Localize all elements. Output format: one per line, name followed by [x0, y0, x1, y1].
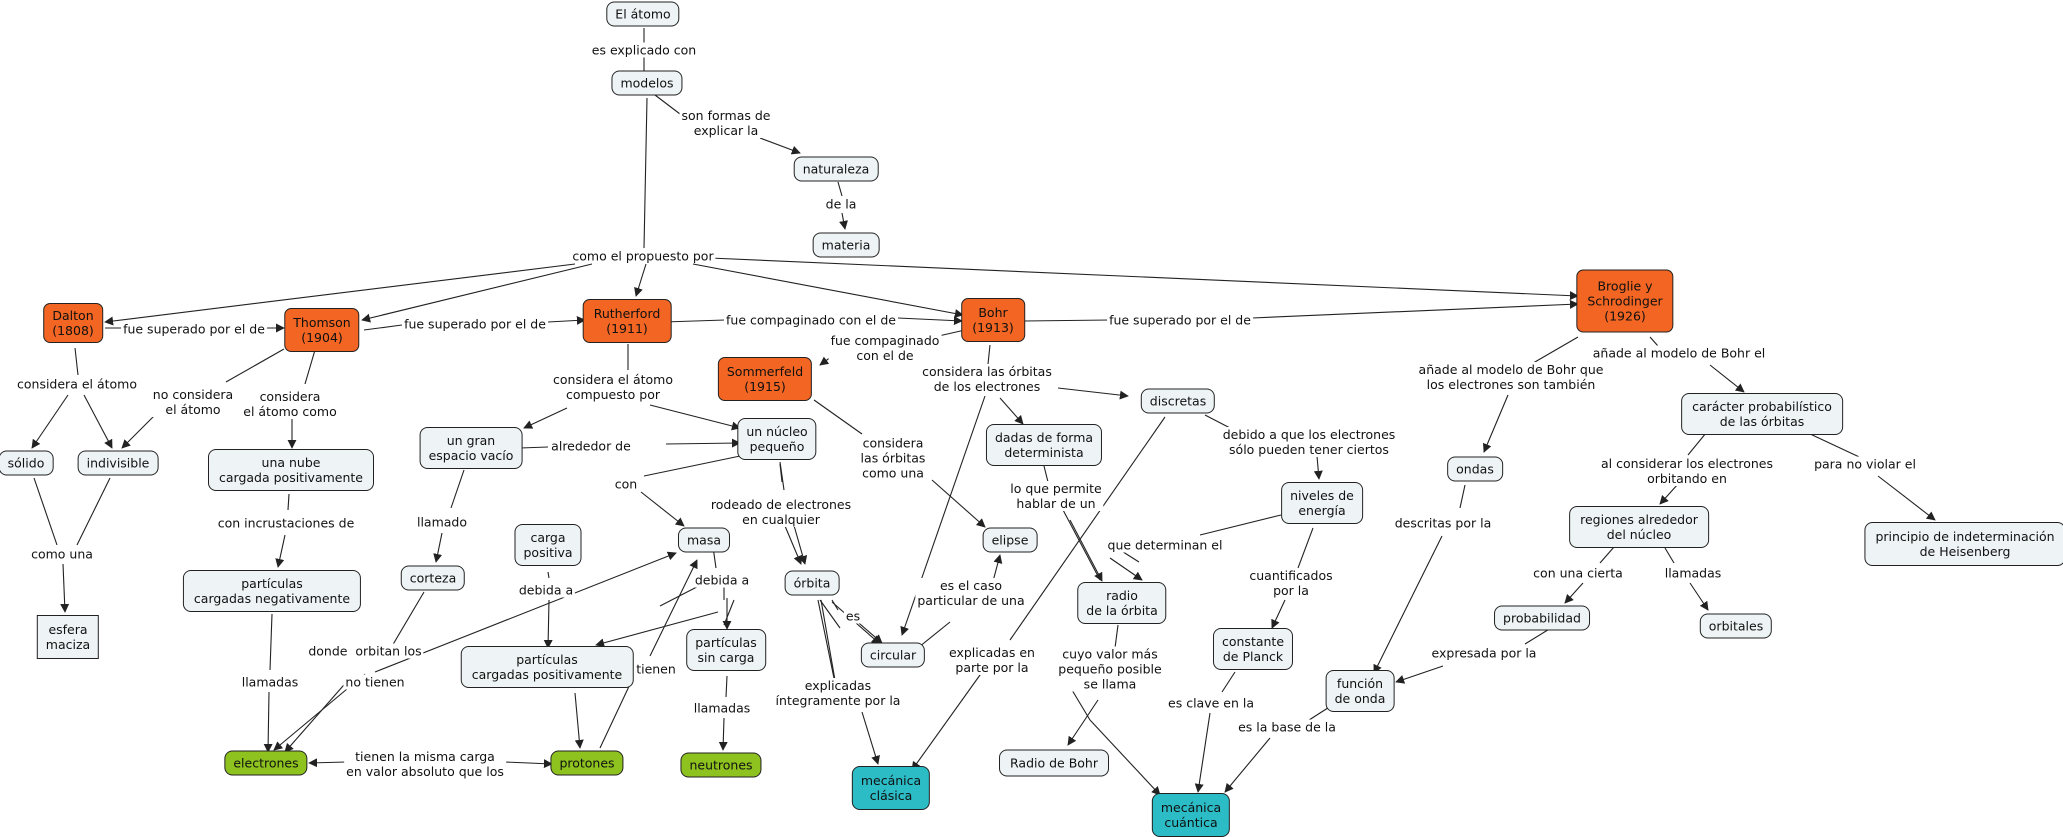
node-rutherford[interactable]: Rutherford (1911) — [582, 299, 672, 343]
node-naturaleza[interactable]: naturaleza — [793, 156, 879, 182]
node-corteza[interactable]: corteza — [400, 565, 466, 591]
node-orbitales[interactable]: orbitales — [1699, 613, 1773, 639]
label-no-considera: no considera el átomo — [150, 387, 236, 417]
label-no-tienen: no tienen — [343, 674, 407, 690]
label-compaginado-bohr: fue compaginado con el de — [828, 333, 942, 363]
node-part-pos[interactable]: partículas cargadas positivamente — [460, 646, 634, 688]
label-considera-atomo: considera el átomo — [15, 376, 139, 392]
label-debida-a2: debida a — [692, 572, 752, 588]
label-anade-modelo: añade al modelo de Bohr el — [1590, 345, 1768, 361]
label-que-determinan: que determinan el — [1105, 537, 1225, 553]
label-al-considerar: al considerar los electrones orbitando e… — [1599, 456, 1775, 486]
label-compuesto-por: considera el átomo compuesto por — [551, 372, 675, 402]
label-rodeado: rodeado de electrones en cualquier — [708, 497, 854, 527]
node-sommerfeld[interactable]: Sommerfeld (1915) — [717, 357, 813, 401]
label-para-no-violar: para no violar el — [1812, 456, 1918, 472]
label-base: es la base de la — [1236, 719, 1338, 735]
label-lo-que-permite: lo que permite hablar de un — [1008, 481, 1104, 511]
node-solido[interactable]: sólido — [0, 450, 54, 476]
node-niveles[interactable]: niveles de energía — [1281, 482, 1363, 524]
label-donde-orbitan: donde orbitan los — [306, 643, 424, 659]
label-es: es — [843, 608, 863, 624]
node-probabilidad[interactable]: probabilidad — [1494, 605, 1590, 631]
label-llamado: llamado — [414, 514, 470, 530]
label-cuyo-valor: cuyo valor más pequeño posible se llama — [1056, 646, 1164, 692]
node-ondas[interactable]: ondas — [1447, 456, 1503, 482]
node-dadas[interactable]: dadas de forma determinista — [985, 424, 1103, 466]
node-circular[interactable]: circular — [860, 642, 926, 668]
label-con-incrustaciones: con incrustaciones de — [215, 515, 357, 531]
node-modelos[interactable]: modelos — [611, 70, 683, 96]
node-electrones[interactable]: electrones — [224, 750, 308, 776]
node-mec-cuantica[interactable]: mecánica cuántica — [1151, 793, 1231, 837]
label-superado-dalton: fue superado por el de — [121, 321, 267, 337]
label-es-explicado: es explicado con — [589, 42, 699, 58]
node-espacio[interactable]: un gran espacio vacío — [419, 427, 523, 469]
label-como-una: como una — [29, 546, 95, 562]
label-explicadas-parte: explicadas en parte por la — [947, 645, 1037, 675]
label-con-una-cierta: con una cierta — [1531, 565, 1625, 581]
node-elipse[interactable]: elipse — [982, 527, 1038, 553]
node-heisenberg[interactable]: principio de indeterminación de Heisenbe… — [1864, 522, 2063, 566]
node-funcion[interactable]: función de onda — [1325, 670, 1395, 712]
node-bohr[interactable]: Bohr (1913) — [961, 298, 1025, 342]
label-debida-a1: debida a — [516, 582, 576, 598]
node-radio-bohr[interactable]: Radio de Bohr — [999, 749, 1109, 777]
node-neutrones[interactable]: neutrones — [680, 752, 762, 778]
node-part-neg[interactable]: partículas cargadas negativamente — [182, 570, 362, 612]
node-protones[interactable]: protones — [550, 750, 624, 776]
label-como-propuesto: como el propuesto por — [570, 248, 716, 264]
node-masa[interactable]: masa — [677, 527, 731, 553]
node-nucleo[interactable]: un núcleo pequeño — [737, 418, 817, 460]
label-superado-thomson: fue superado por el de — [402, 316, 548, 332]
label-compaginado-ruth: fue compaginado con el de — [723, 312, 899, 328]
label-llamadas-o: llamadas — [1662, 565, 1724, 581]
label-con: con — [612, 476, 640, 492]
node-radio[interactable]: radio de la órbita — [1077, 582, 1167, 624]
label-anade-bohr: añade al modelo de Bohr que los electron… — [1416, 362, 1606, 392]
node-discretas[interactable]: discretas — [1140, 388, 1216, 414]
label-llamadas-e: llamadas — [239, 674, 301, 690]
label-caso-particular: es el caso particular de una — [915, 578, 1027, 608]
node-mec-clasica[interactable]: mecánica clásica — [851, 766, 931, 810]
node-materia[interactable]: materia — [812, 232, 880, 258]
node-esfera[interactable]: esfera maciza — [36, 615, 100, 659]
label-tienen: tienen — [634, 661, 678, 677]
node-broglie[interactable]: Broglie y Schrodinger (1926) — [1576, 269, 1674, 333]
label-considera-como: considera el átomo como — [241, 389, 339, 419]
node-orbita[interactable]: órbita — [784, 570, 840, 596]
label-considera-orbitas: considera las órbitas como una — [858, 435, 928, 481]
node-thomson[interactable]: Thomson (1904) — [284, 308, 360, 352]
label-alrededor-de: alrededor de — [549, 438, 633, 454]
node-regiones[interactable]: regiones alrededor del núcleo — [1569, 506, 1709, 548]
node-sin-carga[interactable]: partículas sin carga — [686, 629, 766, 671]
label-misma-carga: tienen la misma carga en valor absoluto … — [344, 749, 506, 779]
node-dalton[interactable]: Dalton (1808) — [43, 303, 103, 343]
label-de-la: de la — [823, 196, 859, 212]
node-atomo[interactable]: El átomo — [606, 1, 680, 27]
label-llamadas-n: llamadas — [691, 700, 753, 716]
node-carga-pos[interactable]: carga positiva — [514, 524, 582, 566]
node-planck[interactable]: constante de Planck — [1212, 628, 1294, 670]
label-explicadas-int: explicadas íntegramente por la — [773, 678, 903, 708]
label-clave: es clave en la — [1166, 695, 1256, 711]
label-superado-bohr: fue superado por el de — [1107, 312, 1253, 328]
node-nube[interactable]: una nube cargada positivamente — [208, 449, 374, 491]
node-probabilistico[interactable]: carácter probabilístico de las órbitas — [1681, 393, 1843, 435]
label-debido-a: debido a que los electrones sólo pueden … — [1220, 427, 1398, 457]
label-son-formas: son formas de explicar la — [679, 108, 773, 138]
label-descritas: descritas por la — [1392, 515, 1494, 531]
label-cuantificados: cuantificados por la — [1247, 568, 1335, 598]
label-expresada: expresada por la — [1429, 645, 1539, 661]
node-indivisible[interactable]: indivisible — [77, 450, 159, 476]
label-considera-orbitas-e: considera las órbitas de los electrones — [920, 364, 1054, 394]
